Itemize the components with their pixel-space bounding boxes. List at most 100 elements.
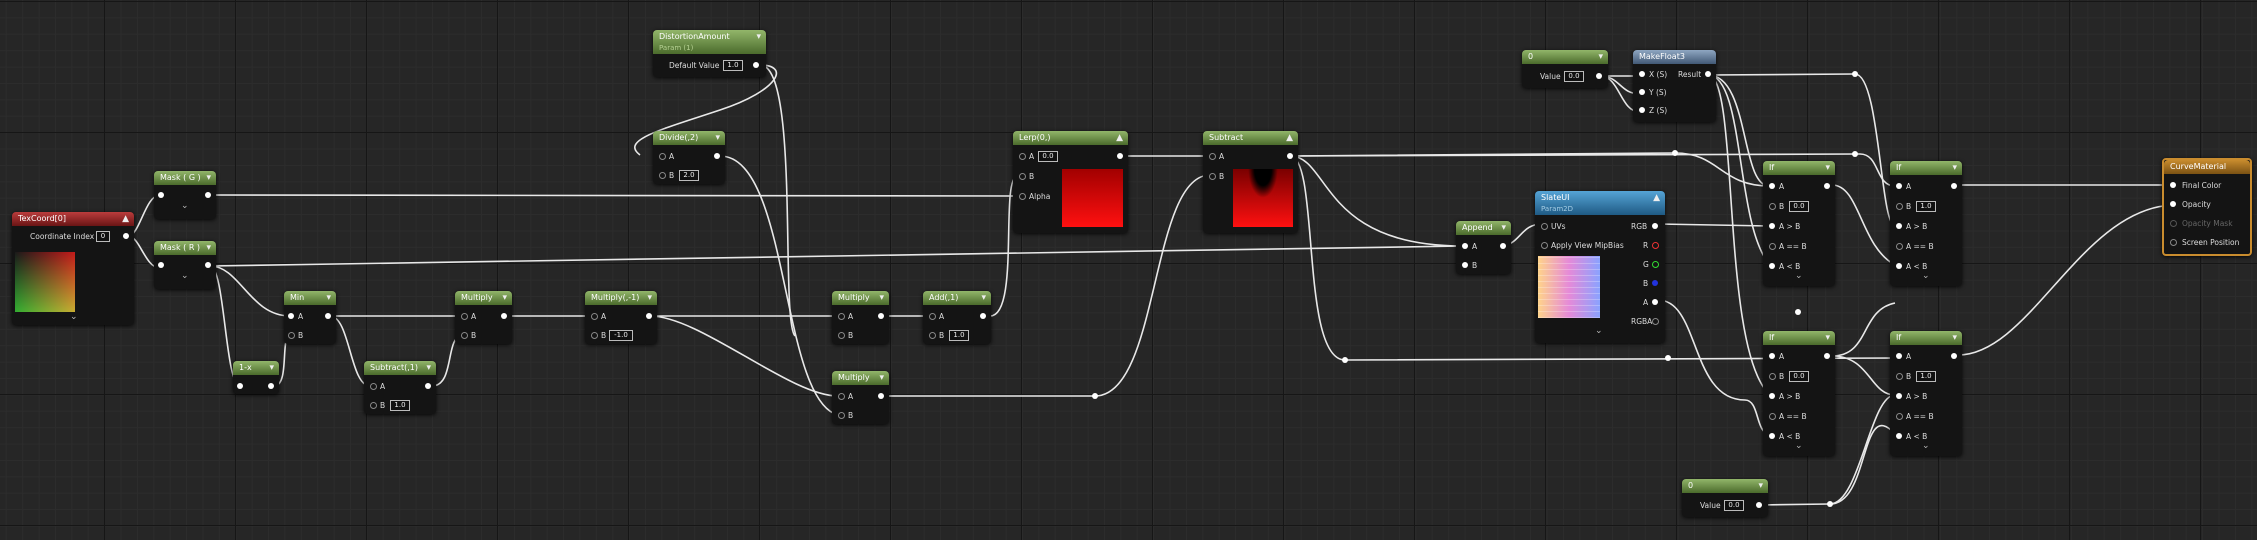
append-node[interactable]: Append▾ A B (1456, 221, 1511, 274)
input-pin[interactable] (158, 192, 164, 198)
chevron-down-icon[interactable]: ▾ (269, 363, 274, 373)
input-pin-gt[interactable] (1769, 223, 1775, 229)
output-pin[interactable] (1824, 353, 1830, 359)
subtract-node[interactable]: Subtract▲ A B (1203, 131, 1298, 233)
input-pin-gt[interactable] (1896, 223, 1902, 229)
input-pin-eq[interactable] (1769, 413, 1776, 420)
a-value-input[interactable]: 0.0 (1038, 151, 1058, 162)
input-pin-a[interactable] (1896, 353, 1902, 359)
chevron-down-icon[interactable]: ⌄ (181, 201, 189, 211)
input-pin-b[interactable] (838, 332, 845, 339)
input-pin-y[interactable] (1639, 89, 1645, 95)
input-pin-a[interactable] (288, 313, 294, 319)
input-pin-alpha[interactable] (1019, 193, 1026, 200)
texcoord-node[interactable]: TexCoord[0]▲ Coordinate Index 0 ⌄ (12, 212, 134, 325)
input-pin[interactable] (158, 262, 164, 268)
chevron-down-icon[interactable]: ▾ (879, 293, 884, 303)
multiply-node-3[interactable]: Multiply▾ A B (832, 371, 889, 424)
input-pin-lt[interactable] (1769, 433, 1775, 439)
value-input[interactable]: 0.0 (1724, 500, 1744, 511)
input-pin-a[interactable] (1019, 153, 1026, 160)
chevron-down-icon[interactable]: ▾ (426, 363, 431, 373)
input-pin-opacity[interactable] (2170, 201, 2176, 207)
output-pin[interactable] (123, 233, 129, 239)
input-pin-final-color[interactable] (2170, 182, 2176, 188)
output-pin[interactable] (325, 313, 331, 319)
makefloat3-node[interactable]: MakeFloat3 X (S) Y (S) Z (S) Result (1633, 50, 1716, 122)
input-pin-a[interactable] (1769, 183, 1775, 189)
input-pin-b[interactable] (1769, 203, 1776, 210)
chevron-down-icon[interactable]: ▾ (879, 373, 884, 383)
b-value-input[interactable]: -1.0 (609, 330, 633, 341)
chevron-down-icon[interactable]: ⌄ (1922, 271, 1930, 281)
if-node-4[interactable]: If▾ A B 1.0 A > B A == B A < B ⌄ (1890, 331, 1962, 456)
input-pin-b[interactable] (929, 332, 936, 339)
input-pin-opacity-mask[interactable] (2170, 220, 2177, 227)
output-pin[interactable] (1951, 183, 1957, 189)
input-pin-screen-position[interactable] (2170, 239, 2177, 246)
output-pin[interactable] (753, 62, 759, 68)
chevron-down-icon[interactable]: ▾ (1825, 333, 1830, 343)
output-pin-g[interactable] (1652, 261, 1659, 268)
chevron-up-icon[interactable]: ▲ (1116, 133, 1123, 143)
lerp-node[interactable]: Lerp(0,)▲ A 0.0 B Alpha (1013, 131, 1128, 233)
output-pin[interactable] (1756, 502, 1762, 508)
chevron-down-icon[interactable]: ⌄ (1595, 326, 1603, 336)
chevron-down-icon[interactable]: ▾ (326, 293, 331, 303)
b-value-input[interactable]: 1.0 (949, 330, 969, 341)
divide-node[interactable]: Divide(,2)▾ A B 2.0 (653, 131, 725, 184)
output-pin[interactable] (1705, 71, 1711, 77)
input-pin-b[interactable] (591, 332, 598, 339)
b-value-input[interactable]: 0.0 (1789, 371, 1809, 382)
input-pin-a[interactable] (1896, 183, 1902, 189)
input-pin-lt[interactable] (1769, 263, 1775, 269)
chevron-down-icon[interactable]: ▾ (1952, 163, 1957, 173)
multiply-node-2[interactable]: Multiply▾ A B (832, 291, 889, 344)
subtract-one-node[interactable]: Subtract(,1)▾ A B 1.0 (364, 361, 436, 414)
chevron-down-icon[interactable]: ▾ (1598, 52, 1603, 62)
add-one-node[interactable]: Add(,1)▾ A B 1.0 (923, 291, 991, 344)
input-pin-a[interactable] (838, 393, 845, 400)
input-pin-a[interactable] (370, 383, 377, 390)
input-pin-a[interactable] (591, 313, 598, 320)
input-pin-a[interactable] (929, 313, 936, 320)
chevron-down-icon[interactable]: ⌄ (70, 312, 78, 322)
input-pin-lt[interactable] (1896, 263, 1902, 269)
input-pin-lt[interactable] (1896, 433, 1902, 439)
chevron-down-icon[interactable]: ▾ (756, 32, 761, 42)
output-pin[interactable] (878, 313, 884, 319)
chevron-down-icon[interactable]: ⌄ (1922, 441, 1930, 451)
input-pin-eq[interactable] (1896, 243, 1903, 250)
output-pin[interactable] (1596, 73, 1602, 79)
input-pin-a[interactable] (1769, 353, 1775, 359)
chevron-down-icon[interactable]: ▾ (981, 293, 986, 303)
b-value-input[interactable]: 1.0 (1916, 371, 1936, 382)
output-pin[interactable] (878, 393, 884, 399)
input-pin-b[interactable] (659, 172, 666, 179)
output-pin-b[interactable] (1652, 280, 1658, 286)
chevron-down-icon[interactable]: ⌄ (181, 271, 189, 281)
output-pin[interactable] (1117, 153, 1123, 159)
chevron-down-icon[interactable]: ▾ (1952, 333, 1957, 343)
curve-material-result-node[interactable]: CurveMaterial Final Color Opacity Opacit… (2162, 158, 2252, 256)
output-pin[interactable] (646, 313, 652, 319)
output-pin[interactable] (205, 192, 211, 198)
mask-r-node[interactable]: Mask ( R )▾ ⌄ (154, 241, 216, 289)
value-input[interactable]: 0.0 (1564, 71, 1584, 82)
constant-zero-node-top[interactable]: 0▾ Value 0.0 (1522, 50, 1608, 88)
chevron-up-icon[interactable]: ▲ (1286, 133, 1293, 143)
output-pin-a[interactable] (1652, 299, 1658, 305)
input-pin-a[interactable] (659, 153, 666, 160)
input-pin-mipbias[interactable] (1541, 242, 1548, 249)
output-pin[interactable] (205, 262, 211, 268)
output-pin[interactable] (1500, 243, 1506, 249)
input-pin-b[interactable] (1019, 173, 1026, 180)
input-pin-z[interactable] (1639, 107, 1645, 113)
output-pin-r[interactable] (1652, 242, 1659, 249)
input-pin-gt[interactable] (1769, 393, 1775, 399)
min-node[interactable]: Min▾ A B (284, 291, 336, 344)
if-node-2[interactable]: If▾ A B 1.0 A > B A == B A < B ⌄ (1890, 161, 1962, 286)
chevron-down-icon[interactable]: ▾ (1501, 223, 1506, 233)
output-pin[interactable] (501, 313, 507, 319)
